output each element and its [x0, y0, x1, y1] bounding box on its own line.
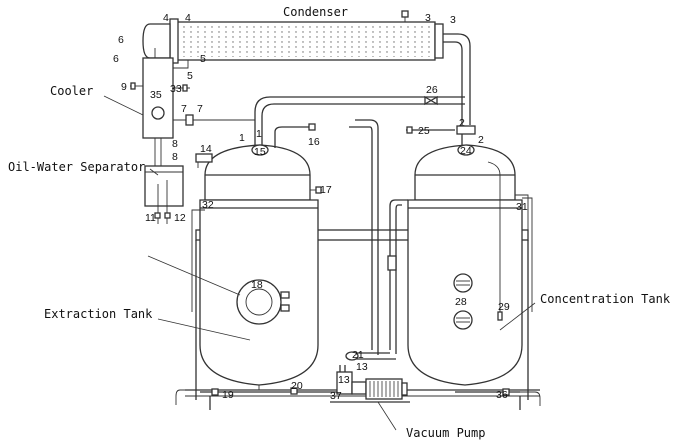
callout-numbers: 4 4 3 3 6 6 5 5 9 35 33 7 7 8 8 11 12 1 …	[113, 12, 528, 402]
callout-25: 25	[418, 125, 430, 137]
callout-1a: 1	[239, 132, 245, 144]
callout-26: 26	[426, 84, 438, 96]
callout-8a: 8	[172, 138, 178, 150]
callout-13a: 13	[356, 361, 368, 373]
label-oil-water-separator: Oil-Water Separator	[8, 160, 145, 174]
callout-3a: 3	[425, 12, 431, 24]
concentration-tank	[407, 125, 541, 406]
callout-37: 37	[330, 390, 342, 402]
callout-1b: 1	[256, 128, 262, 140]
callout-29: 29	[498, 301, 510, 313]
callout-9: 9	[121, 81, 127, 93]
callout-4b: 4	[185, 12, 191, 24]
oil-water-separator	[144, 165, 184, 224]
leader-lines	[103, 95, 536, 431]
callout-3b: 3	[450, 14, 456, 26]
cooler	[130, 48, 194, 166]
callout-12: 12	[174, 212, 186, 224]
callout-5a: 5	[200, 53, 206, 65]
callout-7b: 7	[197, 103, 203, 115]
callout-16: 16	[308, 136, 320, 148]
callout-21: 21	[352, 349, 364, 361]
label-vacuum-pump: Vacuum Pump	[406, 426, 485, 440]
callout-32: 32	[202, 199, 214, 211]
callout-20: 20	[291, 380, 303, 392]
callout-2a: 2	[459, 117, 465, 129]
label-condenser: Condenser	[283, 5, 348, 19]
callout-33: 33	[170, 83, 182, 95]
callout-31: 31	[516, 201, 528, 213]
callout-18: 18	[251, 279, 263, 291]
callout-17: 17	[320, 184, 332, 196]
callout-4a: 4	[163, 12, 169, 24]
label-extraction-tank: Extraction Tank	[44, 307, 153, 321]
callout-14: 14	[200, 143, 212, 155]
callout-35: 35	[150, 89, 162, 101]
label-cooler: Cooler	[50, 84, 93, 98]
callout-28: 28	[455, 296, 467, 308]
callout-8b: 8	[172, 151, 178, 163]
callout-6b: 6	[113, 53, 119, 65]
callout-36: 36	[496, 389, 508, 401]
callout-6a: 6	[118, 34, 124, 46]
callout-2b: 2	[478, 134, 484, 146]
callout-5b: 5	[187, 70, 193, 82]
callout-13b: 13	[338, 374, 350, 386]
vacuum-pump	[330, 365, 410, 403]
extraction-tank	[175, 123, 322, 405]
label-concentration-tank: Concentration Tank	[540, 292, 671, 306]
callout-11: 11	[145, 212, 156, 224]
callout-19: 19	[222, 389, 234, 401]
callout-24: 24	[460, 145, 472, 157]
callout-7a: 7	[181, 103, 187, 115]
condenser	[142, 10, 471, 125]
callout-15: 15	[254, 146, 266, 158]
pipework	[193, 95, 520, 396]
